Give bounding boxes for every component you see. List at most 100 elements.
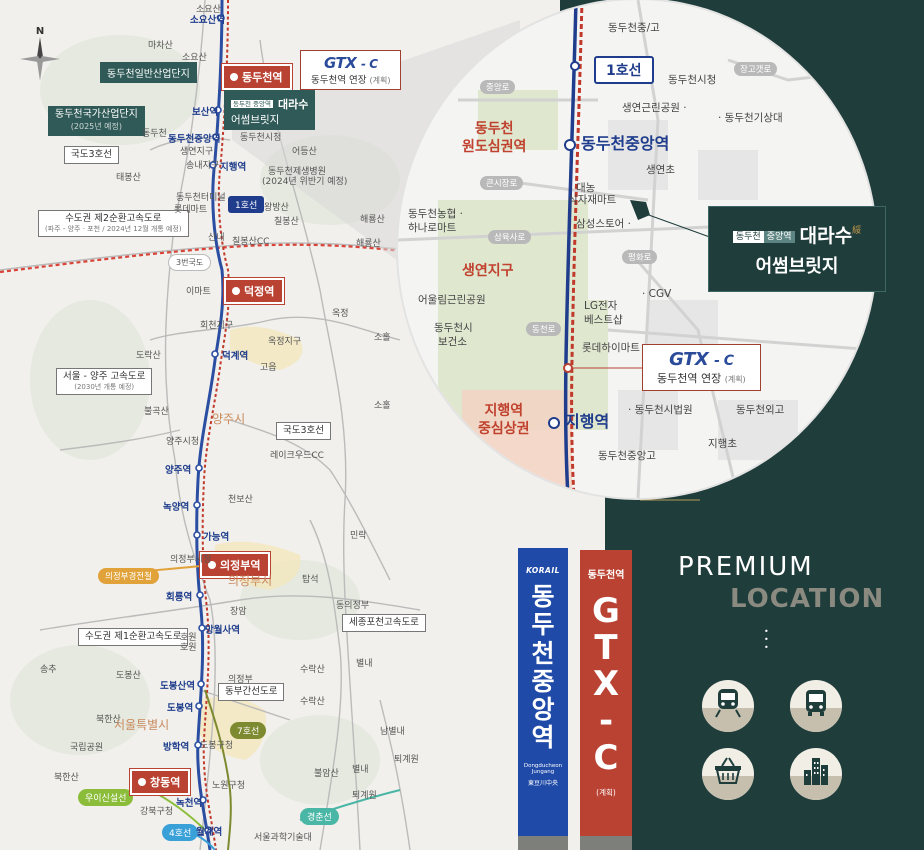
place-label: 칠봉산 [274,217,299,227]
tag-line7: 7호선 [230,722,267,739]
place-label: 탑석 [302,575,319,585]
sign-char: G [592,591,620,631]
zoom-place-label: 지행초 [708,438,737,450]
brand-sub-map: 어썸브릿지 [231,114,280,126]
sign-char: 앙 [531,695,555,724]
place-label: 장암 [230,607,247,617]
zoom-road-jungang: 중앙로 [480,80,516,94]
place-label: 국립공원 [70,743,104,753]
place-label: 송추 [40,665,57,675]
place-label: 불암산 [314,769,339,779]
station-yangju: 양주역 [165,465,192,476]
place-label: 별내 [352,765,369,775]
zoom-place-label: 동두천외고 [736,404,785,416]
compass-north-letter: N [35,26,45,37]
place-label: 양주시청 [166,437,200,447]
premium-line1: PREMIUM [678,552,814,582]
place-label: 도봉산 [116,671,141,681]
station-dongducheon-jungang: 동두천중앙역 [168,134,221,145]
zoom-zone-jihaeng-2: 중심상권 [478,421,530,438]
zoom-road-janggogae: 장고갯로 [734,62,778,76]
korail-sign-base [518,836,568,850]
place-label: 생연지구 [180,147,214,157]
zoom-zone-wondo-2: 원도심권역 [462,139,527,156]
gtx-extension-box-map: GTX - C 동두천역 연장 (계획) [300,50,402,90]
brand-name-zoom: 대라수 [799,225,853,247]
gtx-ext-zoom-text: 동두천역 연장 (계획) [657,370,746,386]
place-label: 호원 [180,643,197,653]
gtx-logo-map: GTX - C [311,54,390,72]
korail-en: Dongducheon Jungang [523,762,563,776]
gtx-ext-zoom-note: (계획) [724,375,746,384]
brand-mark: 綏 [852,226,862,236]
place-label: 노원구청 [212,781,246,791]
station-bosan: 보산역 [192,107,219,118]
sign-char: X [592,664,620,705]
place-label: 호원 [180,633,197,643]
zoom-zone-wondo-1: 동두천 [474,121,514,137]
dot-2: • [764,635,769,644]
gtx-station-changdong[interactable]: 창동역 [130,769,191,795]
korail-logo: KORAIL [526,566,560,575]
place-label: 서울특별시 [114,718,170,732]
gtx-sign-base [580,836,632,850]
zoom-place-label: 생연초 [646,164,675,176]
gtx-station-dongducheon[interactable]: 동두천역 [222,64,293,90]
gtx-station-deokjeong[interactable]: 덕정역 [224,278,285,304]
tag-line1: 1호선 [228,196,265,213]
place-label: 고읍 [260,363,277,373]
national-industrial-year: (2025년 예정) [70,122,123,131]
label-dongducheon-industrial: 동두천일반산업단지 [100,62,197,83]
place-label: 민락 [350,531,367,541]
place-label: 동두천제생병원 [268,167,326,177]
gtx-station-uijeongbu[interactable]: 의정부역 [200,552,271,578]
sign-char: C [593,737,619,778]
gtx-sign-header: 동두천역 [587,570,625,581]
place-label: 도락산 [136,351,161,361]
label-sejong: 세종포천고속도로 [342,614,426,632]
tag-ui-light: 우이신설선 [78,789,134,806]
place-label: 소요산 [182,53,207,63]
station-nokyang: 녹양역 [163,502,190,513]
brand-badge-a: 동두천 [732,231,764,243]
label-route3-2: 국도3호선 [276,422,332,440]
label-ring2: 수도권 제2순환고속도로 (파주 - 양주 · 포천 / 2024년 12월 개… [38,210,189,237]
place-label: 소요산 [196,5,221,15]
place-label: 동두천시청 [240,133,282,143]
station-nokcheon: 녹천역 [176,798,203,809]
zoom-place-label: · 동두천시법원 [628,404,693,416]
place-label: 강북구청 [140,807,174,817]
dot-3: • [764,643,769,652]
station-hoeryong: 회룡역 [166,592,193,603]
place-label: 서울과학기술대 [254,833,312,843]
compass: N [20,26,60,86]
place-label: 롯데마트 [174,205,208,215]
zoom-place-label: LG전자 [584,300,618,312]
place-label: 불곡산 [144,407,169,417]
brand-badge-map: 동두천 중앙역 [231,100,273,108]
place-label: 남별내 [380,727,405,737]
place-label: 옥정지구 [268,337,302,347]
place-label: 천보산 [228,495,253,505]
label-ring1: 수도권 제1순환고속도로 [78,628,189,646]
place-label: 레이크우드CC [270,451,324,461]
brand-box-map[interactable]: 동두천 중앙역 대라수 어썸브릿지 [224,90,316,130]
label-dongbu: 동부간선도로 [218,683,285,701]
station-jihaeng: 지행역 [220,162,247,173]
zoom-line1-badge: 1호선 [594,56,654,84]
place-label: 동두천터미널 [176,193,226,203]
place-label: (2024년 위반기 예정) [262,177,348,187]
gtx-ext-note: (계획) [369,76,391,85]
label-seoul-yangju: 서울 - 양주 고속도로 (2030년 개통 예정) [56,368,153,395]
gtx-extension-box-zoom: GTX - C 동두천역 연장 (계획) [642,344,761,391]
place-label: 도봉구청 [200,741,234,751]
national-industrial-name: 동두천국가산업단지 [55,109,138,120]
zoom-place-label: 식자재마트 [568,194,617,206]
seoul-yangju-sub: (2030년 개통 예정) [74,382,135,391]
place-label: 태봉산 [116,173,141,183]
